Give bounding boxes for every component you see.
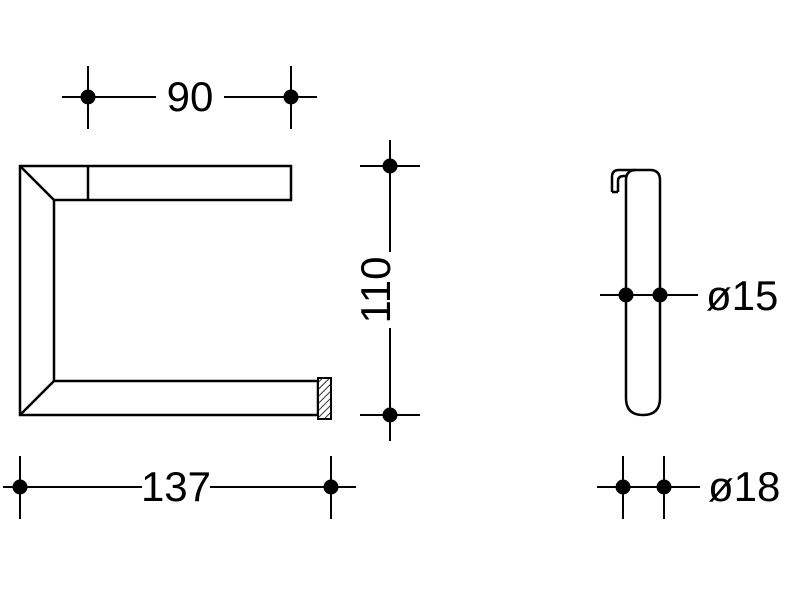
dimension-end-diameter: ø18 <box>597 456 780 519</box>
side-view-post-outline <box>624 168 662 417</box>
front-view-outline <box>18 164 320 417</box>
side-view-wall-hook <box>610 168 636 194</box>
holder-front-view <box>18 164 332 420</box>
dimension-height: 110 <box>352 140 420 441</box>
dimension-dot <box>382 407 398 423</box>
front-view-end-cap-hatched <box>317 377 332 420</box>
dimension-dot <box>382 158 398 174</box>
dimension-dot <box>12 479 28 495</box>
dimension-label-tube-diameter: ø15 <box>706 272 778 319</box>
dimension-dot <box>618 287 634 303</box>
dimension-dot <box>615 479 631 495</box>
dimension-dot <box>283 89 299 105</box>
dimension-label-end-diameter: ø18 <box>708 463 780 510</box>
dimension-tube-diameter: ø15 <box>600 272 778 319</box>
dimension-dot <box>323 479 339 495</box>
dimension-label-bottom-width: 137 <box>141 463 211 510</box>
dimension-dot <box>656 479 672 495</box>
dimension-top-width: 90 <box>62 66 317 129</box>
dimension-dot <box>80 89 96 105</box>
front-view-miter-top-left <box>19 165 55 201</box>
front-view-miter-bottom-left <box>19 380 55 416</box>
dimension-bottom-width: 137 <box>3 456 356 519</box>
dimension-label-height: 110 <box>352 257 399 324</box>
dimension-label-top-width: 90 <box>167 73 214 120</box>
dimension-dot <box>652 287 668 303</box>
holder-side-view <box>610 168 662 417</box>
